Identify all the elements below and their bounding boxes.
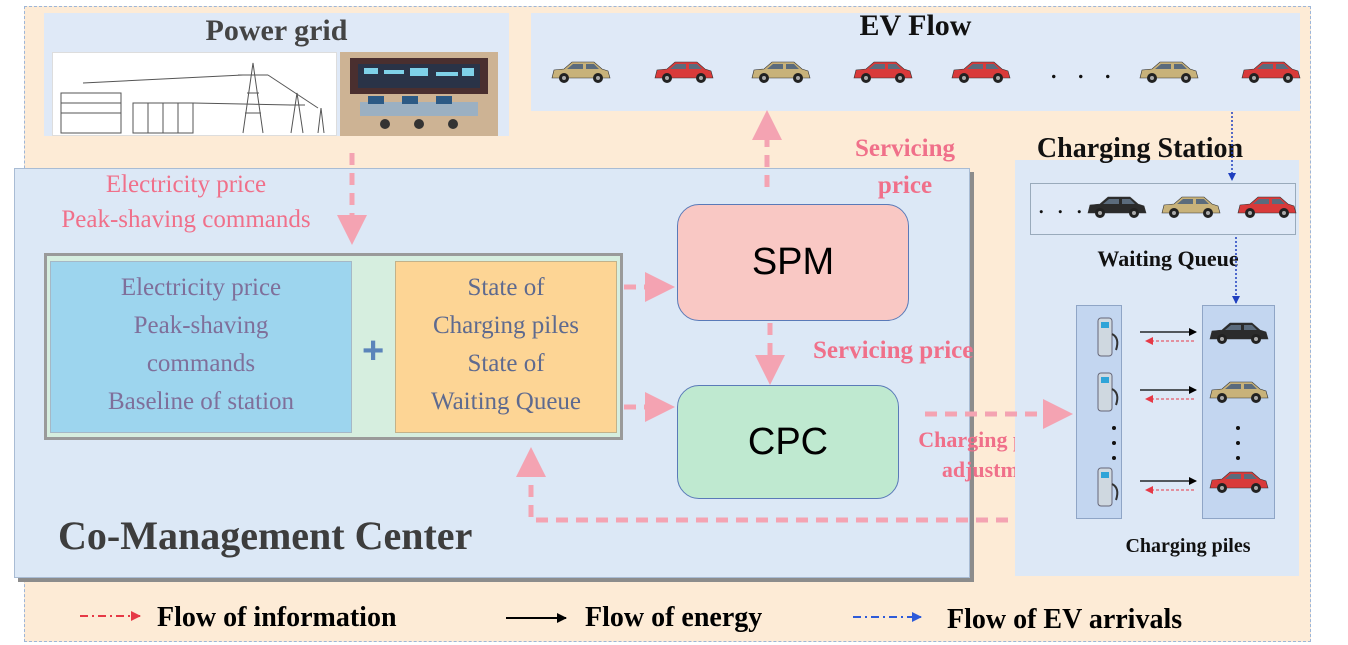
car-icon (1161, 196, 1221, 218)
power-grid-title: Power grid (205, 14, 348, 47)
plus-icon: + (362, 330, 385, 372)
car-icon (853, 61, 913, 83)
car-icon (1209, 381, 1269, 403)
pile-car-links (1140, 328, 1197, 494)
car-icon (1209, 471, 1269, 493)
ev-flow-title: EV Flow (859, 9, 972, 42)
charging-station-title: Charging Station (1036, 133, 1244, 164)
car-icon (1241, 61, 1301, 83)
vertical-ellipsis (1112, 426, 1240, 460)
servicing-price-label-mid: Servicing price (813, 337, 974, 364)
servicing-price-label-top: Servicing price (830, 130, 980, 204)
car-icon (951, 61, 1011, 83)
car-icon (751, 61, 811, 83)
grid-input-line: Baseline of station (107, 388, 295, 415)
grid-signal-peak-shaving: Peak-shaving commands (61, 206, 311, 233)
charging-pile-icon (1097, 317, 1119, 507)
servicing-price-top-line1: Servicing (855, 135, 955, 162)
station-input-line: Charging piles (432, 312, 580, 339)
car-icon (1209, 322, 1269, 344)
grid-signal-electricity-price: Electricity price (105, 171, 267, 198)
servicing-price-top-line2: price (877, 172, 933, 199)
grid-input-line: Peak-shaving (133, 312, 269, 339)
charging-piles-label: Charging piles (1125, 535, 1251, 557)
control-room-icon (340, 52, 498, 136)
grid-signals-label: Electricity price Peak-shaving commands (18, 167, 354, 237)
station-inputs-box: State of Charging piles State of Waiting… (395, 261, 617, 433)
waiting-queue-label: Waiting Queue (1097, 246, 1239, 271)
grid-input-line: Electricity price (120, 274, 282, 301)
spm-module: SPM (677, 204, 909, 321)
car-icon (654, 61, 714, 83)
arrow-station-feedback (516, 447, 1008, 523)
cpc-module: CPC (677, 385, 899, 499)
legend-information: Flow of information (157, 602, 397, 633)
legend-energy: Flow of energy (585, 602, 763, 633)
car-icon (551, 61, 611, 83)
station-input-line: State of (467, 350, 545, 377)
car-icon (1237, 196, 1297, 218)
station-input-line: Waiting Queue (430, 388, 582, 415)
grid-inputs-box: Electricity price Peak-shaving commands … (50, 261, 352, 433)
station-input-line: State of (467, 274, 545, 301)
legend-ev-arrivals: Flow of EV arrivals (947, 604, 1183, 635)
ev-flow-ellipsis: . . . (1050, 52, 1118, 85)
grid-input-line: commands (146, 350, 256, 377)
car-icons (551, 61, 1301, 493)
co-management-title: Co-Management Center (58, 513, 473, 558)
car-icon (1087, 196, 1147, 218)
waiting-queue-ellipsis: . . . (1038, 190, 1086, 219)
transmission-tower-icon (52, 52, 337, 136)
car-icon (1139, 61, 1199, 83)
